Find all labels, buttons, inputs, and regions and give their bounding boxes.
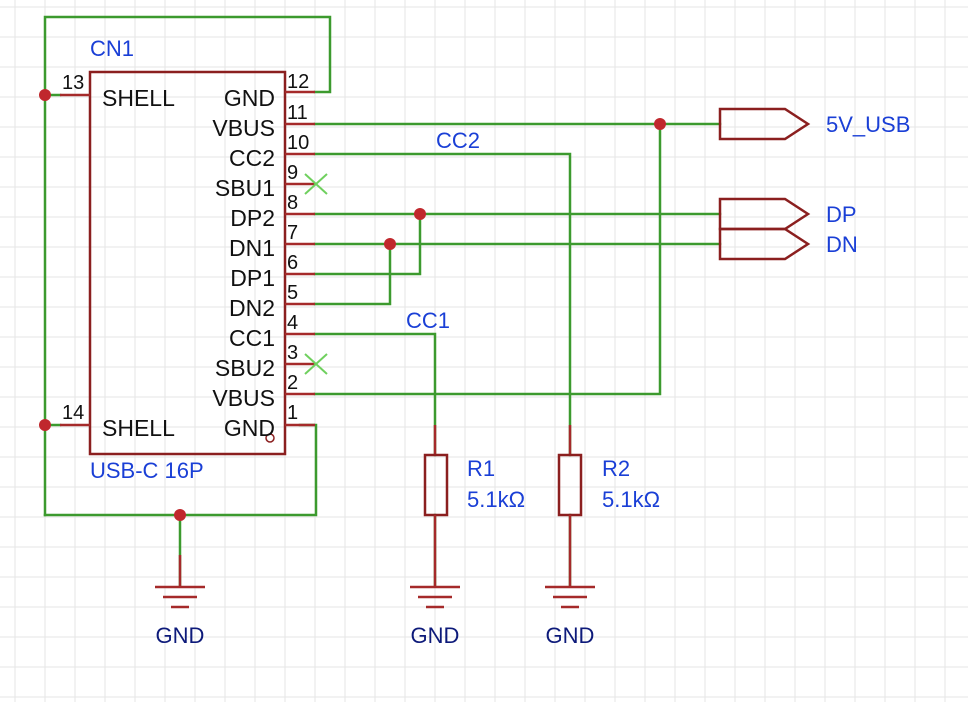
port-dn[interactable]: DN [718,227,858,261]
junction-shell13 [39,89,51,101]
pin-name-7: DN1 [229,235,275,261]
wire-dn2 [313,242,392,306]
ground-icon [410,545,460,609]
pin-name-1: GND [224,415,275,441]
resistor-r2[interactable]: R2 5.1kΩ [557,425,660,545]
wire-cc2 [313,152,572,457]
pin-number-6: 6 [287,252,298,274]
net-label-cc2: CC2 [436,128,480,153]
wire-vbus-2 [313,122,662,396]
junction-dp [414,208,426,220]
port-label-dp: DP [826,202,857,227]
ground-icon [545,545,595,609]
pin-name-5: DN2 [229,295,275,321]
resistor-r2-value: 5.1kΩ [602,487,660,512]
port-label-dn: DN [826,232,858,257]
pin-number-9: 9 [287,162,298,184]
pin-number-4: 4 [287,312,298,334]
pin-name-shell14: SHELL [102,415,175,441]
pin-name-12: GND [224,85,275,111]
junction-shell14 [39,419,51,431]
no-connect-sbu1-icon [304,173,328,195]
junction-vbus [654,118,666,130]
junction-dn [384,238,396,250]
port-flag-icon [718,227,811,261]
resistor-body-icon [423,453,449,517]
pin-number-1: 1 [287,402,298,424]
junctions [39,89,666,521]
pin-number-5: 5 [287,282,298,304]
connector-body [88,70,287,456]
wire-cc1 [313,332,437,457]
connector-cn1[interactable]: CN1 USB-C 16P SHELL 13 SHELL 14 GND VBUS… [60,36,315,483]
ground-symbol-1[interactable]: GND [155,555,205,648]
connector-pin-stubs [60,90,315,427]
pin-name-10: CC2 [229,145,275,171]
resistor-r1[interactable]: R1 5.1kΩ [423,425,525,545]
ground-symbol-2[interactable]: GND [410,545,460,648]
port-5v-usb[interactable]: 5V_USB [718,107,910,141]
pin-name-4: CC1 [229,325,275,351]
pin-number-10: 10 [287,132,309,154]
wire-shell-top-loop [43,15,332,99]
net-label-cc1: CC1 [406,308,450,333]
pin-name-6: DP1 [230,265,275,291]
port-flag-icon [718,107,811,141]
pin-name-3: SBU2 [215,355,275,381]
pin-number-11: 11 [287,102,308,124]
pin-name-9: SBU1 [215,175,275,201]
pin-number-7: 7 [287,222,298,244]
resistor-body-icon [557,453,583,517]
pin-name-2: VBUS [212,385,275,411]
pin-number-14: 14 [62,402,84,424]
connector-value: USB-C 16P [90,458,204,483]
pin-name-11: VBUS [212,115,275,141]
pin-number-2: 2 [287,372,298,394]
pin-name-shell13: SHELL [102,85,175,111]
resistor-r1-ref: R1 [467,456,495,481]
port-label-5v-usb: 5V_USB [826,112,910,137]
ground-label: GND [156,623,205,648]
pin-number-13: 13 [62,72,84,94]
port-flag-icon [718,197,811,231]
port-dp[interactable]: DP [718,197,857,231]
pin-number-8: 8 [287,192,298,214]
pin1-indicator-icon [265,433,275,443]
connector-ref: CN1 [90,36,134,61]
pin-number-3: 3 [287,342,298,364]
wire-dp1 [313,212,422,276]
ground-icon [155,555,205,609]
resistor-r1-value: 5.1kΩ [467,487,525,512]
junction-gnd [174,509,186,521]
resistor-r2-ref: R2 [602,456,630,481]
pin-name-8: DP2 [230,205,275,231]
ground-label: GND [546,623,595,648]
no-connect-sbu2-icon [304,353,328,375]
ground-label: GND [411,623,460,648]
pin-number-12: 12 [287,71,309,93]
ground-symbol-3[interactable]: GND [545,545,595,648]
